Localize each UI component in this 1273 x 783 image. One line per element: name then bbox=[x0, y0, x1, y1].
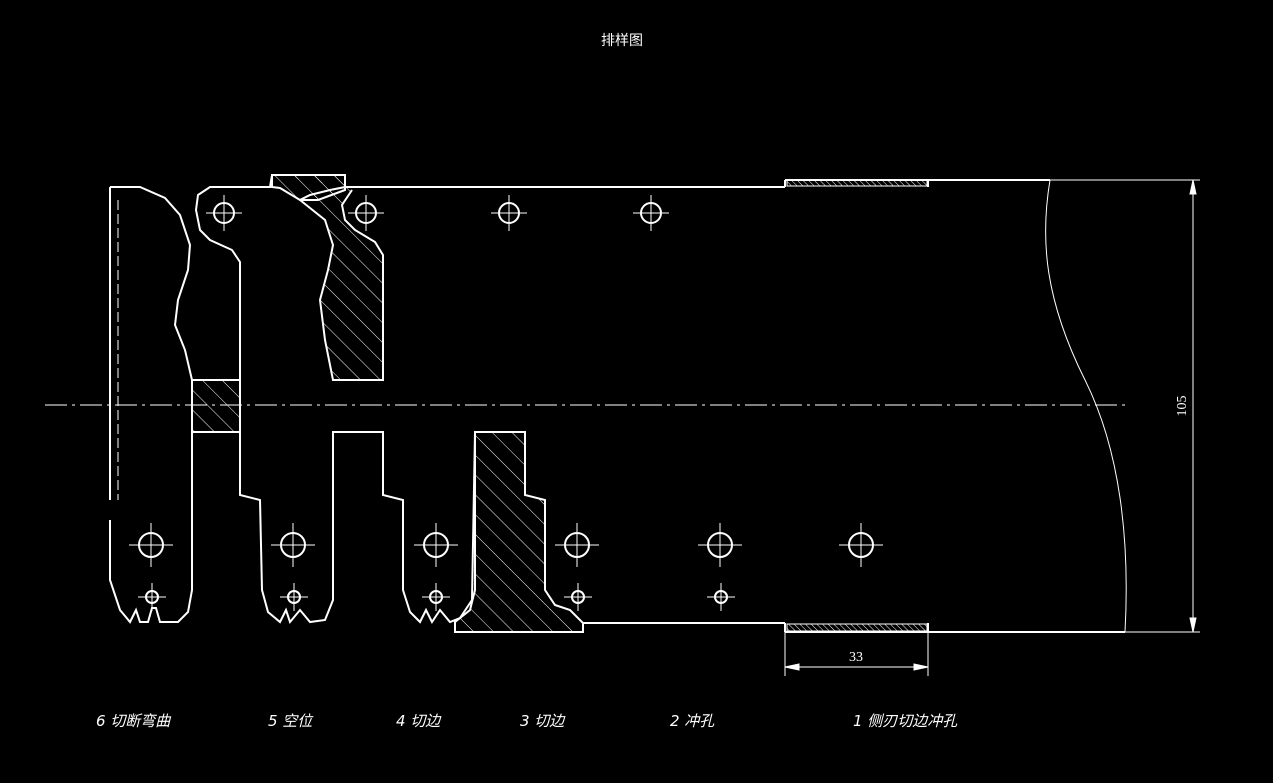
hatch-waste-top bbox=[272, 175, 383, 380]
station-label: 3 切边 bbox=[520, 712, 566, 730]
station-label: 5 空位 bbox=[268, 712, 314, 730]
hatch-waste-bottom bbox=[454, 431, 584, 633]
hole-centers-bottom-small bbox=[138, 583, 735, 611]
station-label: 2 冲孔 bbox=[670, 712, 715, 730]
side-cutter-top bbox=[786, 179, 928, 187]
dimension-height-value: 105 bbox=[1175, 396, 1190, 417]
hole-centers-bottom-large bbox=[129, 523, 883, 567]
hatch-bridge bbox=[191, 379, 241, 433]
strip-outline bbox=[345, 179, 1125, 633]
drawing-title: 排样图 bbox=[601, 33, 643, 49]
break-line bbox=[1045, 179, 1127, 633]
station-label: 1 侧刃切边冲孔 bbox=[853, 712, 958, 730]
holes-top-row bbox=[213, 202, 662, 224]
station-label: 4 切边 bbox=[396, 712, 442, 730]
side-cutter-bottom bbox=[786, 623, 928, 632]
dimension-height bbox=[1050, 179, 1200, 633]
hole-centers-top bbox=[206, 195, 669, 231]
hatch-waste-top-tab bbox=[271, 174, 346, 201]
dimension-width-value: 33 bbox=[849, 650, 863, 665]
dimension-width bbox=[784, 632, 929, 676]
station-label: 6 切断弯曲 bbox=[96, 712, 171, 730]
part-station-6 bbox=[109, 186, 193, 624]
